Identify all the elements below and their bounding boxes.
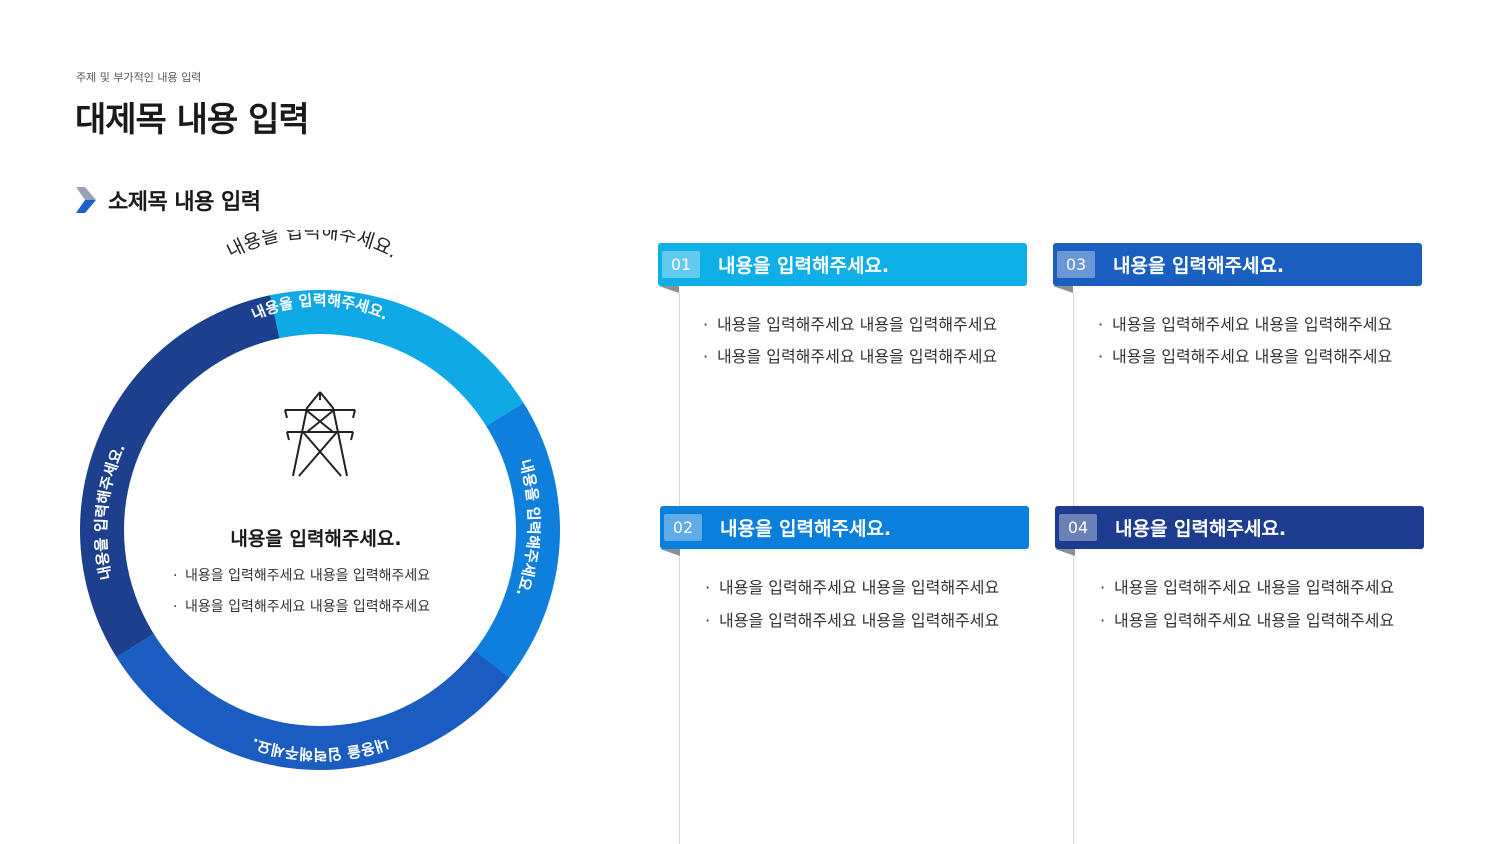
card-03-fold xyxy=(1053,286,1073,293)
card-02-bullet-2-text: 내용을 입력해주세요 내용을 입력해주세요 xyxy=(719,611,1000,630)
card-02-fold xyxy=(660,549,680,556)
section-header: 소제목 내용 입력 xyxy=(76,184,261,216)
card-03-bullet-1-text: 내용을 입력해주세요 내용을 입력해주세요 xyxy=(1112,315,1393,334)
center-bullet-1: ·내용을 입력해주세요 내용을 입력해주세요 xyxy=(173,568,431,584)
card-02-label: 내용을 입력해주세요. xyxy=(720,518,892,540)
card-04-label: 내용을 입력해주세요. xyxy=(1115,518,1287,540)
card-03-bullet-2-text: 내용을 입력해주세요 내용을 입력해주세요 xyxy=(1112,347,1393,366)
cycle-ring-diagram: 내용을 입력해주세요. 내용을 입력해주세요. 내용을 입력해주세요. 내용을 … xyxy=(79,230,561,771)
card-01-label: 내용을 입력해주세요. xyxy=(718,255,890,277)
card-03-header: 03 내용을 입력해주세요. xyxy=(1053,243,1422,286)
power-tower-icon xyxy=(284,391,356,477)
section-title: 소제목 내용 입력 xyxy=(108,190,261,215)
card-04-fold xyxy=(1055,549,1075,556)
card-01-divider xyxy=(679,293,680,844)
card-04-header: 04 내용을 입력해주세요. xyxy=(1055,506,1424,549)
card-04-bullet-2: ·내용을 입력해주세요 내용을 입력해주세요 xyxy=(1100,611,1395,630)
card-01-bullet-1: ·내용을 입력해주세요 내용을 입력해주세요 xyxy=(703,315,998,334)
card-04-number: 04 xyxy=(1059,514,1097,541)
card-02-bullet-1-text: 내용을 입력해주세요 내용을 입력해주세요 xyxy=(719,578,1000,597)
card-01-bullet-1-text: 내용을 입력해주세요 내용을 입력해주세요 xyxy=(717,315,998,334)
card-03-bullet-1: ·내용을 입력해주세요 내용을 입력해주세요 xyxy=(1098,315,1393,334)
card-04-bullet-1: ·내용을 입력해주세요 내용을 입력해주세요 xyxy=(1100,578,1395,597)
chevron-right-icon xyxy=(76,187,96,213)
center-bullet-1-text: 내용을 입력해주세요 내용을 입력해주세요 xyxy=(185,568,431,584)
center-title: 내용을 입력해주세요. xyxy=(230,528,402,550)
center-bullet-2-text: 내용을 입력해주세요 내용을 입력해주세요 xyxy=(185,599,431,615)
card-02-bullet-2: ·내용을 입력해주세요 내용을 입력해주세요 xyxy=(705,611,1000,630)
page-title: 대제목 내용 입력 xyxy=(75,100,310,140)
card-01-bullet-2: ·내용을 입력해주세요 내용을 입력해주세요 xyxy=(703,347,998,366)
card-03-number: 03 xyxy=(1057,251,1095,278)
ring-outer-label-text: 내용을 입력해주세요. xyxy=(223,230,401,263)
card-01-bullet-2-text: 내용을 입력해주세요 내용을 입력해주세요 xyxy=(717,347,998,366)
card-01-fold xyxy=(659,286,679,293)
card-03-label: 내용을 입력해주세요. xyxy=(1113,255,1285,277)
card-02-bullet-1: ·내용을 입력해주세요 내용을 입력해주세요 xyxy=(705,578,1000,597)
page-subtitle: 주제 및 부가적인 내용 입력 xyxy=(76,71,202,84)
card-02-number: 02 xyxy=(664,514,702,541)
center-bullet-2: ·내용을 입력해주세요 내용을 입력해주세요 xyxy=(173,599,431,615)
card-01-number: 01 xyxy=(662,251,700,278)
card-03-divider xyxy=(1073,293,1074,844)
card-04-bullet-2-text: 내용을 입력해주세요 내용을 입력해주세요 xyxy=(1114,611,1395,630)
card-04-bullet-1-text: 내용을 입력해주세요 내용을 입력해주세요 xyxy=(1114,578,1395,597)
card-01-header: 01 내용을 입력해주세요. xyxy=(658,243,1027,286)
ring-outer-label: 내용을 입력해주세요. xyxy=(223,230,401,263)
card-03-bullet-2: ·내용을 입력해주세요 내용을 입력해주세요 xyxy=(1098,347,1393,366)
card-02-header: 02 내용을 입력해주세요. xyxy=(660,506,1029,549)
